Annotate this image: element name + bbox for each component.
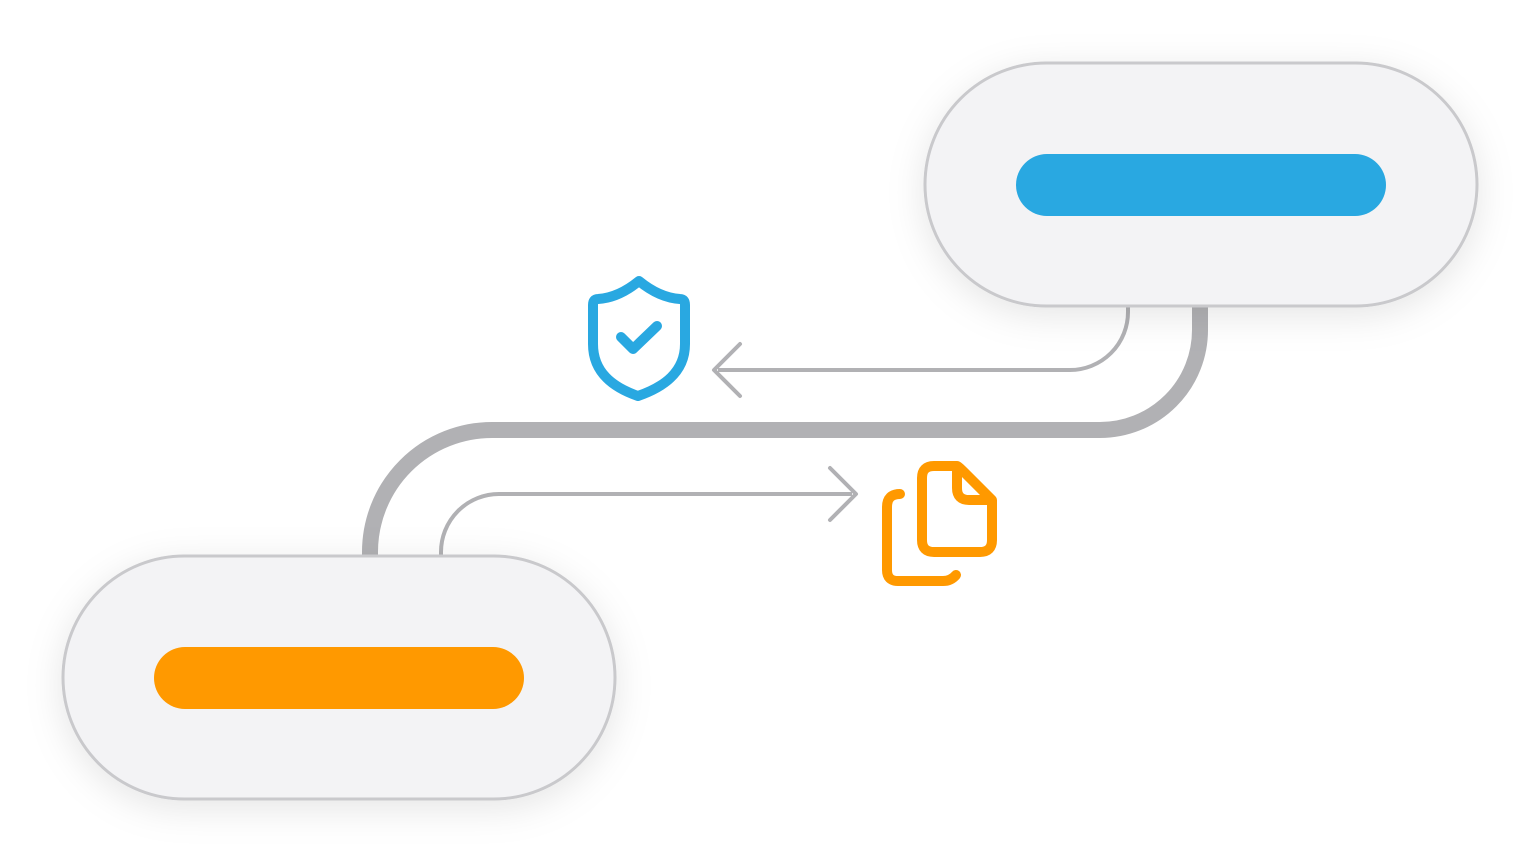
return-arrow-line — [718, 306, 1130, 372]
server-label-bar — [1016, 154, 1386, 216]
copy-files-icon — [882, 461, 997, 586]
arrow-right-icon — [828, 466, 858, 522]
forward-arrow-line — [439, 492, 852, 558]
arrow-left-icon — [712, 342, 742, 398]
client-label-bar — [154, 647, 524, 709]
main-connector-line — [362, 306, 1208, 558]
shield-check-icon — [588, 276, 690, 401]
